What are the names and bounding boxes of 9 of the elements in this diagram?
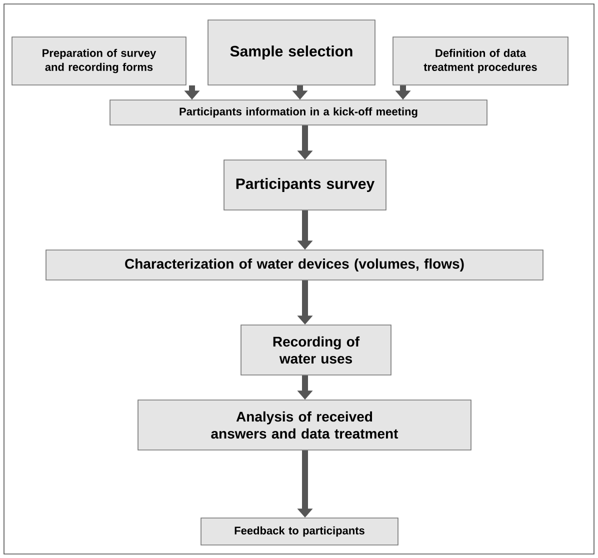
process-box: Feedback to participants — [200, 518, 398, 546]
process-box: Characterization of water devices (volumes, flows) — [46, 250, 544, 280]
process-box: Participants information in a kick-off meeting — [110, 100, 488, 126]
process-box: Definition of data treatment procedures — [392, 36, 568, 86]
process-box: Participants survey — [224, 160, 386, 210]
process-box: Recording of water uses — [240, 324, 392, 376]
process-box: Preparation of survey and recording forms — [12, 36, 186, 86]
process-box: Analysis of received answers and data treatment — [138, 400, 472, 450]
process-box: Sample selection — [208, 20, 376, 86]
